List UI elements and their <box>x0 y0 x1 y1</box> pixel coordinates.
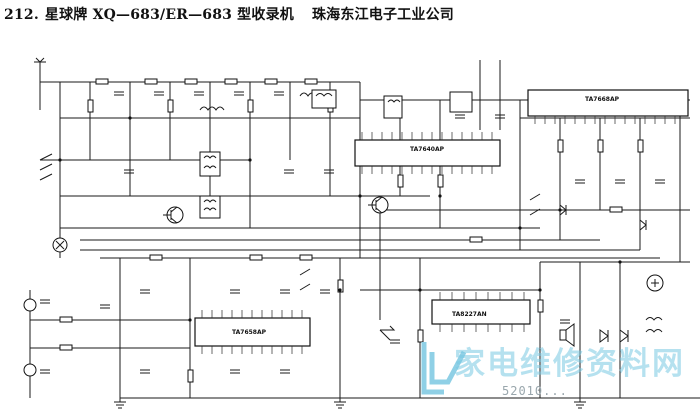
ic-n301-label: TA8227AN <box>452 311 487 318</box>
coils <box>199 89 663 333</box>
schematic-title: 212. 星球牌 XQ—683/ER—683 型收录机 珠海东江电子工业公司 <box>4 4 454 24</box>
ic-pins <box>201 116 676 354</box>
transistors <box>52 196 389 253</box>
manufacturer-name: 珠海东江电子工业公司 <box>311 7 454 23</box>
output-devices <box>23 274 664 377</box>
capacitors <box>40 91 665 374</box>
ic-n101: TA7640AP <box>354 139 501 167</box>
ic-n103-label: TA7668AP <box>585 96 620 103</box>
ic-n201: TA7658AP <box>194 317 311 347</box>
switch-contacts <box>39 153 541 291</box>
resistors <box>59 78 644 383</box>
watermark-text: 家电维修资料网 <box>454 346 685 382</box>
model-name: 星球牌 XQ—683/ER—683 型收录机 <box>44 7 294 23</box>
ic-n101-label: TA7640AP <box>410 146 445 153</box>
ic-n201-label: TA7658AP <box>232 329 267 336</box>
ic-n103: TA7668AP <box>527 89 689 117</box>
diodes <box>559 203 647 343</box>
junction-dots <box>58 116 622 322</box>
figure-number: 212. <box>4 7 39 23</box>
antenna-symbol <box>34 57 46 110</box>
watermark-logo <box>421 342 467 395</box>
watermark-url: 52010... <box>502 384 568 398</box>
ic-n301: TA8227AN <box>431 299 531 325</box>
ground-symbols <box>114 398 586 409</box>
